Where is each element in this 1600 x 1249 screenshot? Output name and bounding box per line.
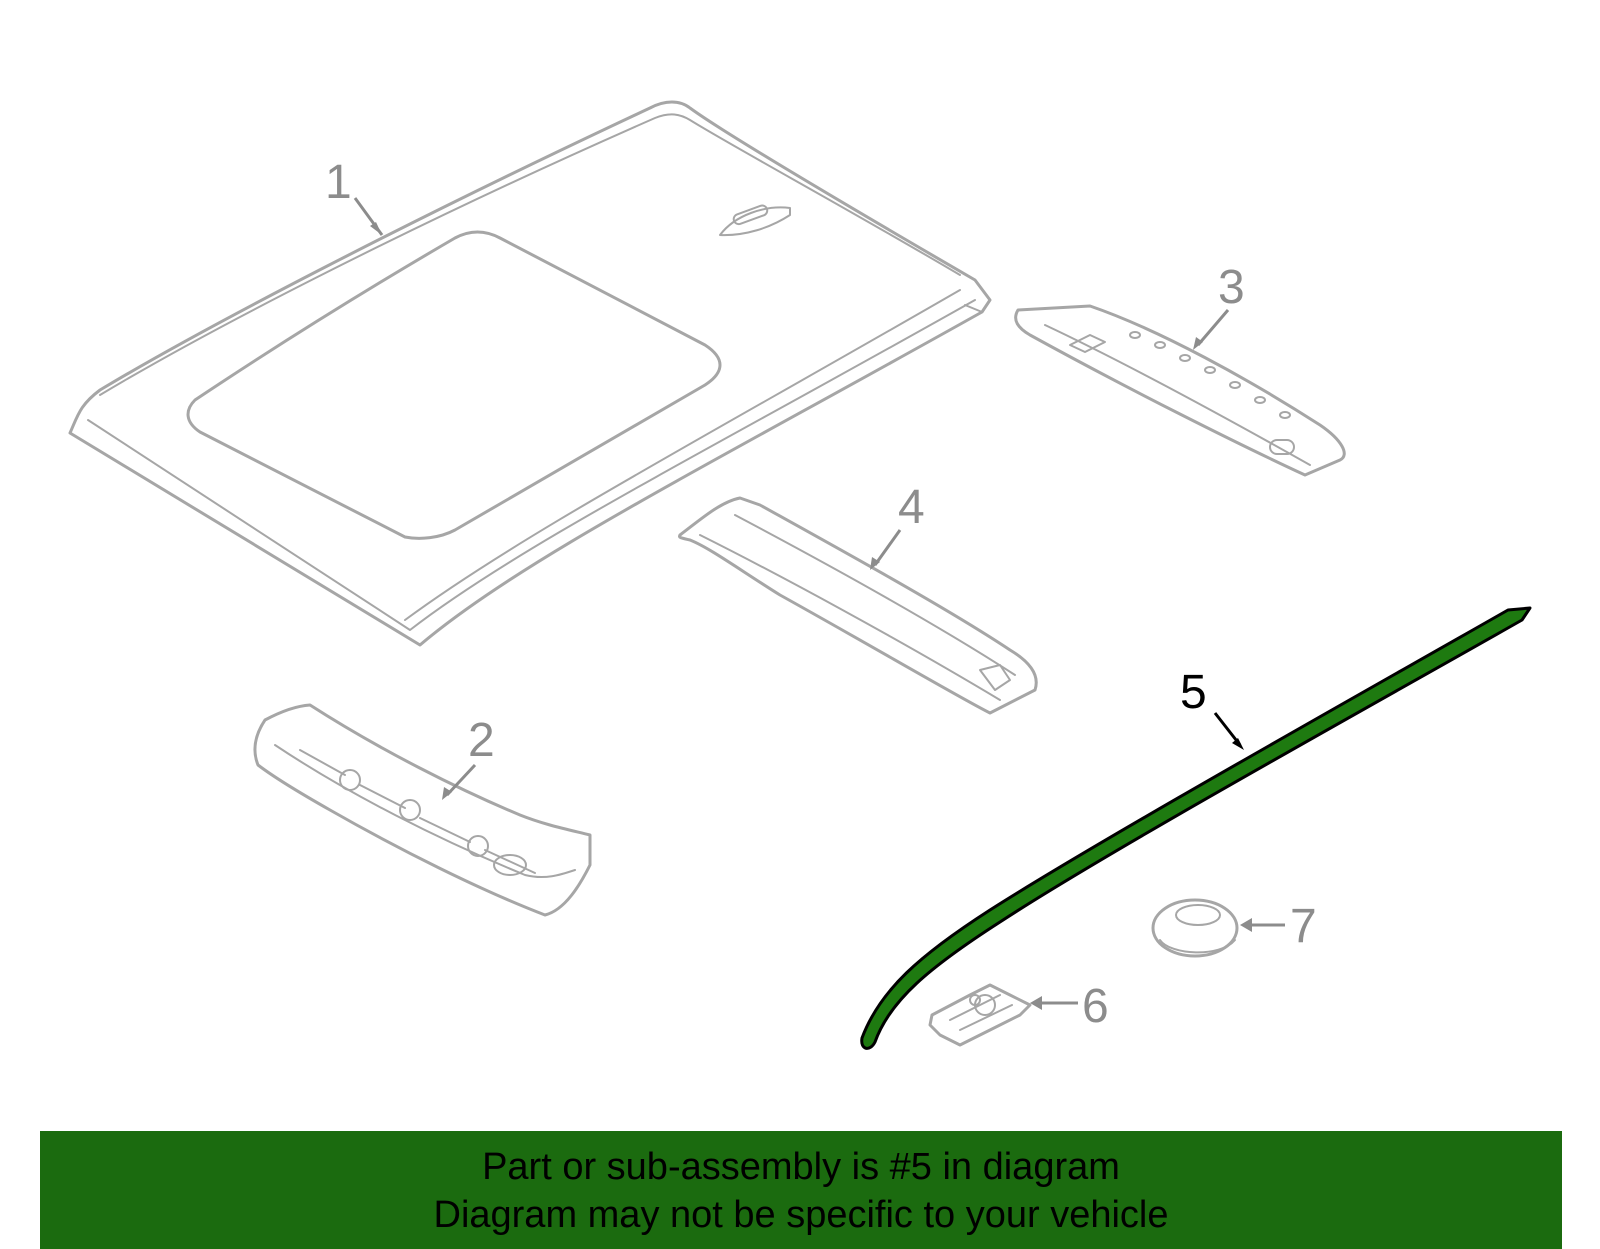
- part-7-plug[interactable]: [1151, 898, 1239, 958]
- callout-1: 1: [325, 156, 352, 209]
- callout-6: 6: [1082, 980, 1109, 1033]
- part-6-molding-clip[interactable]: [928, 983, 1032, 1047]
- callout-7: 7: [1290, 900, 1317, 953]
- callout-4: 4: [898, 481, 925, 534]
- part-2-front-header[interactable]: [253, 703, 592, 917]
- part-3-rear-header[interactable]: [1014, 304, 1346, 477]
- banner-line-1: Part or sub-assembly is #5 in diagram: [482, 1146, 1120, 1188]
- banner-line-2: Diagram may not be specific to your vehi…: [433, 1194, 1169, 1236]
- part-5-roof-molding[interactable]: [860, 606, 1532, 1050]
- info-banner: Part or sub-assembly is #5 in diagram Di…: [40, 1131, 1562, 1249]
- part-1-roof-panel[interactable]: [68, 100, 992, 647]
- part-4-roof-bow[interactable]: [678, 496, 1038, 715]
- callout-5: 5: [1180, 666, 1207, 719]
- callout-2: 2: [468, 714, 495, 767]
- callout-leaders: [353, 197, 1285, 1010]
- callout-3: 3: [1218, 261, 1245, 314]
